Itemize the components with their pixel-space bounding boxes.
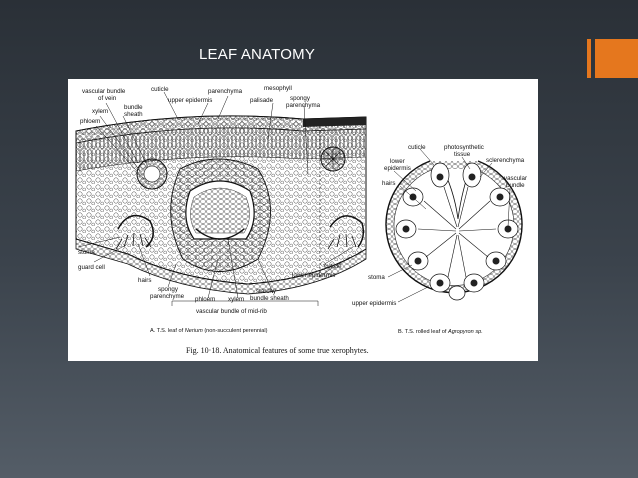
label-b-hairs: hairs — [382, 180, 395, 187]
label-parenchyma: parenchyma — [208, 88, 243, 95]
label-stoma: stoma — [78, 249, 95, 256]
label-b-tissue: tissue — [454, 151, 471, 158]
label-hairs: hairs — [138, 277, 151, 284]
slide-title: LEAF ANATOMY — [199, 46, 316, 63]
label-cuticle: cuticle — [151, 86, 169, 93]
label-b-epidermis: epidermis — [384, 165, 411, 172]
leaf-anatomy-figure: vascular bundle of vein cuticle parenchy… — [68, 79, 538, 361]
label-xylem: xylem — [92, 108, 108, 115]
agropyron-leaf-section — [385, 148, 523, 303]
label-spongy-parenchyme: parenchyme — [150, 293, 185, 300]
label-phloem-bottom: phloem — [195, 296, 215, 303]
label-spongy-left: spongy — [158, 286, 179, 293]
label-lower-epidermis: lower epidermis — [292, 272, 335, 279]
label-starchy: starchy — [256, 288, 277, 295]
label-midrib: vascular bundle of mid-rib — [196, 308, 267, 315]
label-upper-epidermis: upper epidermis — [168, 97, 212, 104]
label-mesophyll: mesophyll — [264, 85, 292, 92]
label-vascular-bundle: vascular bundle — [82, 88, 126, 95]
label-spongy-parenchyma: parenchyma — [286, 102, 321, 109]
label-b-vascular: vascular — [504, 175, 527, 182]
label-b-upper-epidermis: upper epidermis — [352, 300, 396, 307]
label-xylem-bottom: xylem — [228, 296, 244, 303]
label-bundle-sheath: bundle sheath — [250, 295, 289, 302]
nerium-leaf-section — [75, 91, 367, 306]
leaf-diagram-svg: vascular bundle of vein cuticle parenchy… — [75, 85, 527, 355]
accent-bar-thin — [587, 39, 591, 78]
accent-bar-thick — [595, 39, 638, 78]
label-phloem: phloem — [80, 118, 100, 125]
label-spongy: spongy — [290, 95, 311, 102]
label-b-sclerenchyma: sclerenchyma — [486, 157, 525, 164]
label-sheath: sheath — [124, 111, 143, 118]
caption-a: A. T.S. leaf of Nerium (non-succulent pe… — [150, 328, 268, 334]
label-b-stoma: stoma — [368, 274, 385, 281]
label-b-cuticle: cuticle — [408, 144, 426, 151]
label-b-bundle: bundle — [506, 182, 525, 189]
label-cuticle-right: cuticle — [324, 263, 342, 270]
label-of-vein: of vein — [98, 95, 117, 102]
label-guard-cell: guard cell — [78, 264, 105, 271]
label-b-lower: lower — [390, 158, 405, 165]
label-b-photosynthetic: photosynthetic — [444, 144, 484, 151]
caption-b: B. T.S. rolled leaf of Agropyron sp. — [398, 329, 483, 335]
figure-caption: Fig. 10·18. Anatomical features of some … — [186, 346, 369, 355]
label-palisade: palisade — [250, 97, 274, 104]
label-bundle: bundle — [124, 104, 143, 111]
